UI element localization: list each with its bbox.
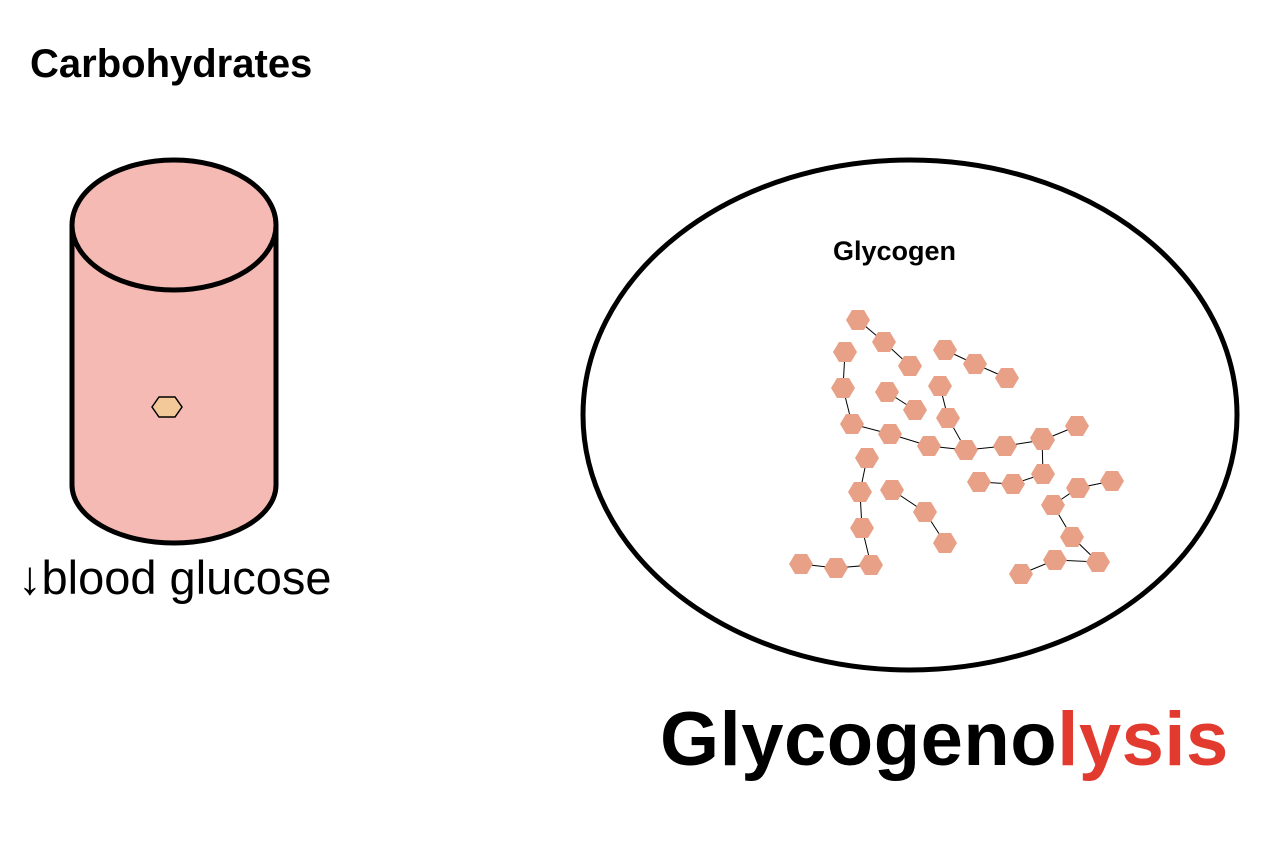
glucose-unit <box>1060 527 1084 547</box>
glucose-unit <box>848 482 872 502</box>
glucose-unit <box>993 436 1017 456</box>
glucose-unit <box>859 555 883 575</box>
glycosidic-bond <box>851 423 967 451</box>
glucose-unit <box>880 480 904 500</box>
glucose-unit <box>855 448 879 468</box>
glucose-unit <box>954 440 978 460</box>
glucose-unit <box>995 368 1019 388</box>
glucose-unit <box>903 400 927 420</box>
vessel-top <box>69 157 279 293</box>
blood-glucose-label: ↓blood glucose <box>18 551 332 604</box>
carbohydrates-heading: Carbohydrates <box>30 42 313 86</box>
glucose-unit <box>1009 564 1033 584</box>
glucose-unit <box>967 472 991 492</box>
glucose-unit <box>878 424 902 444</box>
glucose-unit <box>928 376 952 396</box>
glucose-unit <box>936 408 960 428</box>
glucose-unit <box>872 332 896 352</box>
glycogen-label: Glycogen <box>833 236 957 266</box>
glucose-unit <box>1043 550 1067 570</box>
glucose-molecule <box>151 396 183 418</box>
glucose-unit <box>1086 552 1110 572</box>
glucose-unit <box>1001 474 1025 494</box>
glucose-unit <box>875 382 899 402</box>
glucose-unit <box>846 310 870 330</box>
glucose-unit <box>1041 495 1065 515</box>
glucose-unit <box>1065 416 1089 436</box>
glucose-unit <box>850 518 874 538</box>
glucose-unit <box>840 414 864 434</box>
glucose-unit <box>913 502 937 522</box>
glycosidic-bond <box>978 437 1044 485</box>
glucose-unit <box>1031 464 1055 484</box>
glucose-unit <box>831 378 855 398</box>
glucose-unit <box>824 558 848 578</box>
glucose-unit <box>963 354 987 374</box>
glucose-unit <box>933 340 957 360</box>
glucose-unit <box>933 533 957 553</box>
glucose-unit <box>917 436 941 456</box>
blood-vessel <box>69 157 279 546</box>
glycogen-molecule <box>789 310 1124 584</box>
process-suffix: lysis <box>1057 697 1229 782</box>
glucose-unit <box>1100 471 1124 491</box>
glucose-unit <box>789 554 813 574</box>
process-prefix: Glycogeno <box>660 697 1058 782</box>
glucose-unit <box>833 342 857 362</box>
glucose-unit <box>1030 428 1054 448</box>
glucose-unit <box>898 356 922 376</box>
process-title: Glycogenolysis <box>660 696 1229 783</box>
glucose-unit <box>1066 478 1090 498</box>
vessel-body <box>69 225 279 546</box>
